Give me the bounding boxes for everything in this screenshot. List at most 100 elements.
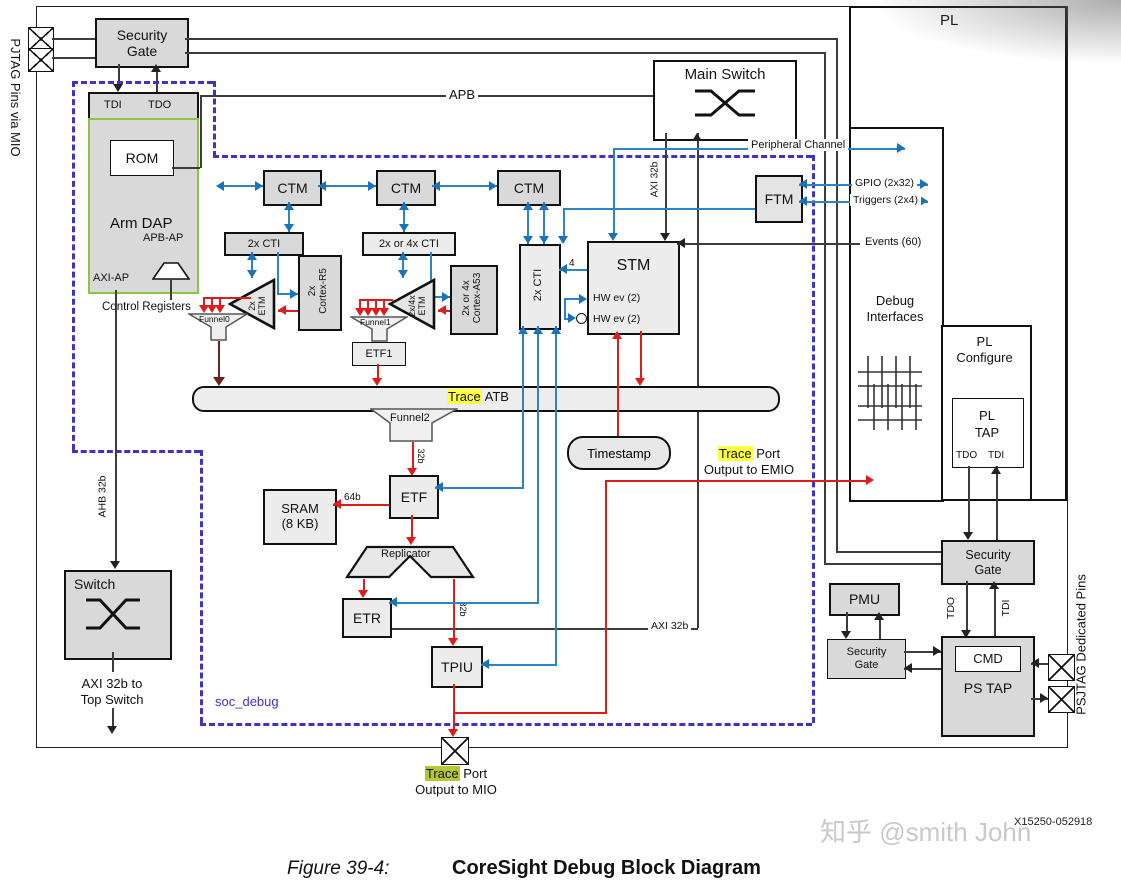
sg-right-l2: Gate bbox=[974, 562, 1002, 577]
arm-dap-label: Arm DAP bbox=[110, 215, 173, 232]
cmd-box: CMD bbox=[955, 646, 1021, 672]
crossover-icon bbox=[695, 89, 755, 117]
emio-hl: Trace bbox=[717, 446, 753, 461]
wire bbox=[559, 269, 587, 271]
wire bbox=[411, 515, 413, 537]
arrowhead bbox=[608, 233, 618, 241]
wire bbox=[527, 202, 529, 244]
arrowhead bbox=[399, 224, 409, 232]
wire bbox=[333, 504, 389, 506]
cti-2x4x-box: 2x or 4x CTI bbox=[362, 232, 456, 256]
funnel2-shape bbox=[370, 408, 458, 442]
arrowhead bbox=[438, 305, 446, 315]
stm-hwev1-label: HW ev (2) bbox=[593, 292, 641, 304]
arrowhead bbox=[920, 179, 928, 189]
arrowhead bbox=[448, 729, 458, 737]
arrowhead bbox=[448, 638, 458, 646]
wire bbox=[605, 480, 868, 482]
wire bbox=[904, 651, 941, 653]
wire bbox=[203, 297, 251, 299]
arrowhead bbox=[551, 326, 561, 334]
security-gate-top-label1: Security bbox=[116, 26, 168, 43]
wire bbox=[389, 602, 539, 604]
arrowhead bbox=[612, 331, 622, 339]
dap-tdi-label: TDI bbox=[104, 99, 122, 111]
psjtag-pins-text: PSJTAG Dedicated Pins bbox=[1073, 574, 1089, 715]
wire bbox=[200, 95, 653, 97]
sg-small-l1: Security bbox=[846, 646, 887, 659]
arrowhead bbox=[539, 202, 549, 210]
switch-label: Switch bbox=[74, 576, 116, 592]
pl-tap-box bbox=[952, 398, 1024, 468]
funnel2-32b-label: 32b bbox=[416, 445, 426, 467]
stm-box: STM bbox=[587, 241, 680, 335]
axi-top-l2: Top Switch bbox=[80, 691, 144, 707]
arrowhead bbox=[247, 270, 257, 278]
etm-2x4x-l2: ETM bbox=[417, 296, 427, 316]
psjtag-pin-icon bbox=[1048, 686, 1075, 713]
arrowhead bbox=[107, 726, 117, 734]
plcfg-l1: PL bbox=[976, 334, 993, 349]
dap-tdo-label: TDO bbox=[148, 99, 172, 111]
arrowhead bbox=[579, 294, 587, 304]
wire bbox=[251, 252, 253, 278]
arrowhead bbox=[407, 468, 417, 476]
arrowhead bbox=[398, 252, 408, 260]
apb-ap-mux-icon bbox=[152, 262, 190, 280]
cortex-r5-box bbox=[298, 255, 342, 331]
etf-label: ETF bbox=[400, 488, 428, 505]
pjtag-pins-text: PJTAG Pins via MIO bbox=[8, 38, 23, 157]
arrowhead bbox=[523, 236, 533, 244]
security-gate-top: Security Gate bbox=[95, 18, 189, 68]
arrowhead bbox=[213, 377, 225, 386]
etf1-box: ETF1 bbox=[352, 342, 406, 366]
wire bbox=[367, 299, 369, 308]
tdi-v-text: TDI bbox=[1000, 599, 1012, 617]
diagram-frame bbox=[36, 6, 1068, 748]
arrowhead bbox=[897, 143, 905, 153]
soc-debug-border bbox=[213, 81, 216, 157]
wire bbox=[836, 38, 838, 551]
etm-2x-triangle bbox=[228, 278, 276, 330]
wire bbox=[402, 252, 404, 278]
ftm-label: FTM bbox=[764, 190, 794, 207]
wire bbox=[412, 442, 414, 468]
replicator-label: Replicator bbox=[381, 548, 431, 560]
soc-debug-border bbox=[200, 450, 203, 723]
ahb32b-text: AHB 32b bbox=[96, 475, 108, 518]
wire bbox=[185, 52, 824, 54]
wire bbox=[288, 202, 290, 232]
trace-atb-bus bbox=[192, 386, 780, 412]
mio-hl: Trace bbox=[424, 766, 460, 781]
arrowhead bbox=[372, 378, 382, 386]
doc-number-text: X15250-052918 bbox=[1014, 816, 1093, 828]
arrowhead bbox=[151, 64, 161, 72]
pmu-box: PMU bbox=[829, 583, 900, 616]
wire bbox=[537, 326, 539, 603]
wire bbox=[185, 38, 836, 40]
wire bbox=[112, 708, 114, 726]
width-4-label: 4 bbox=[569, 258, 575, 269]
etr-label: ETR bbox=[353, 609, 381, 626]
wire bbox=[363, 579, 365, 590]
sram-l1: SRAM bbox=[281, 501, 319, 517]
stm-event-port bbox=[576, 313, 587, 324]
trace-atb-rest: ATB bbox=[481, 389, 509, 404]
axi-top-l1: AXI 32b to bbox=[81, 676, 143, 691]
arrowhead bbox=[841, 631, 851, 639]
wire bbox=[824, 52, 826, 563]
ps-tap-label: PS TAP bbox=[963, 680, 1013, 696]
wire bbox=[522, 326, 524, 487]
arrowhead bbox=[435, 482, 443, 492]
pmu-label: PMU bbox=[848, 591, 881, 608]
funnel1-label: Funnel1 bbox=[360, 317, 391, 327]
soc-debug-border bbox=[200, 723, 812, 726]
watermark-text: 知乎 @smith John bbox=[820, 817, 1032, 847]
wire bbox=[555, 326, 557, 666]
arrowhead bbox=[255, 181, 263, 191]
funnel2-label: Funnel2 bbox=[390, 412, 430, 424]
cti-2x-label: 2x CTI bbox=[247, 237, 281, 250]
axi32b-label: AXI 32b bbox=[648, 620, 692, 632]
